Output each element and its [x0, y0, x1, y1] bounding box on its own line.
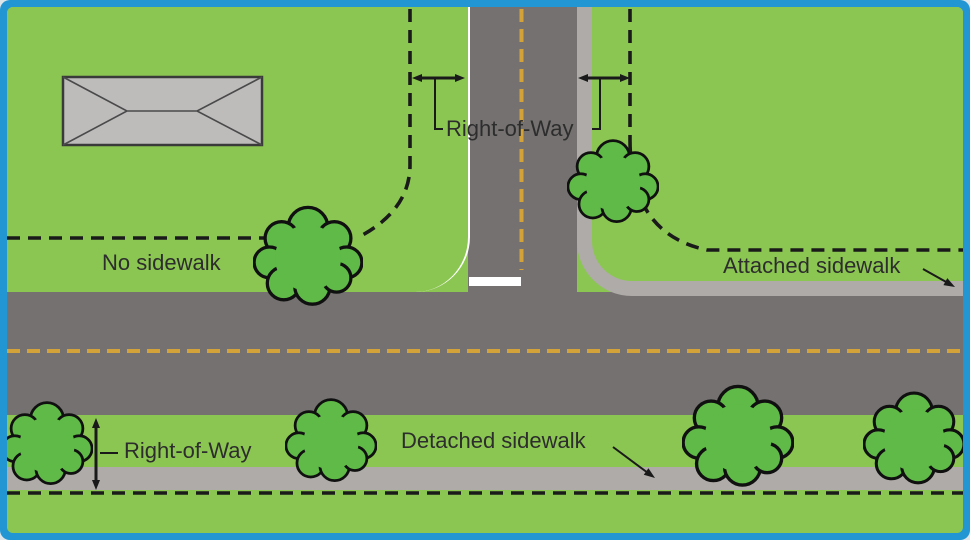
attached-sidewalk-arrow	[922, 268, 955, 287]
row-line-left-vertical	[358, 9, 412, 239]
main-road	[7, 292, 963, 415]
stop-bar	[469, 277, 521, 286]
grass-background: Right-of-Way No sidewalk Attached sidewa…	[7, 7, 963, 533]
attached-sidewalk-label: Attached sidewalk	[723, 253, 901, 278]
tree	[863, 391, 963, 485]
tree	[682, 384, 794, 487]
tree	[7, 401, 93, 486]
double-arrow-left	[412, 74, 465, 130]
building	[61, 75, 264, 147]
grass-top-right	[592, 7, 963, 281]
grass-top-left	[7, 7, 470, 292]
right-of-way-label-top: Right-of-Way	[446, 116, 574, 141]
tree	[253, 205, 363, 306]
double-arrow-right	[578, 74, 630, 130]
detached-sidewalk-arrow	[612, 446, 655, 478]
diagram-overlay	[7, 9, 963, 495]
tree	[285, 398, 377, 483]
no-sidewalk-label: No sidewalk	[102, 250, 221, 275]
tree	[567, 139, 659, 224]
row-line-right-horizontal	[628, 139, 963, 252]
right-of-way-label-bottom: Right-of-Way	[124, 438, 252, 463]
detached-sidewalk-label: Detached sidewalk	[401, 428, 586, 453]
double-arrow-bottom	[92, 418, 118, 490]
